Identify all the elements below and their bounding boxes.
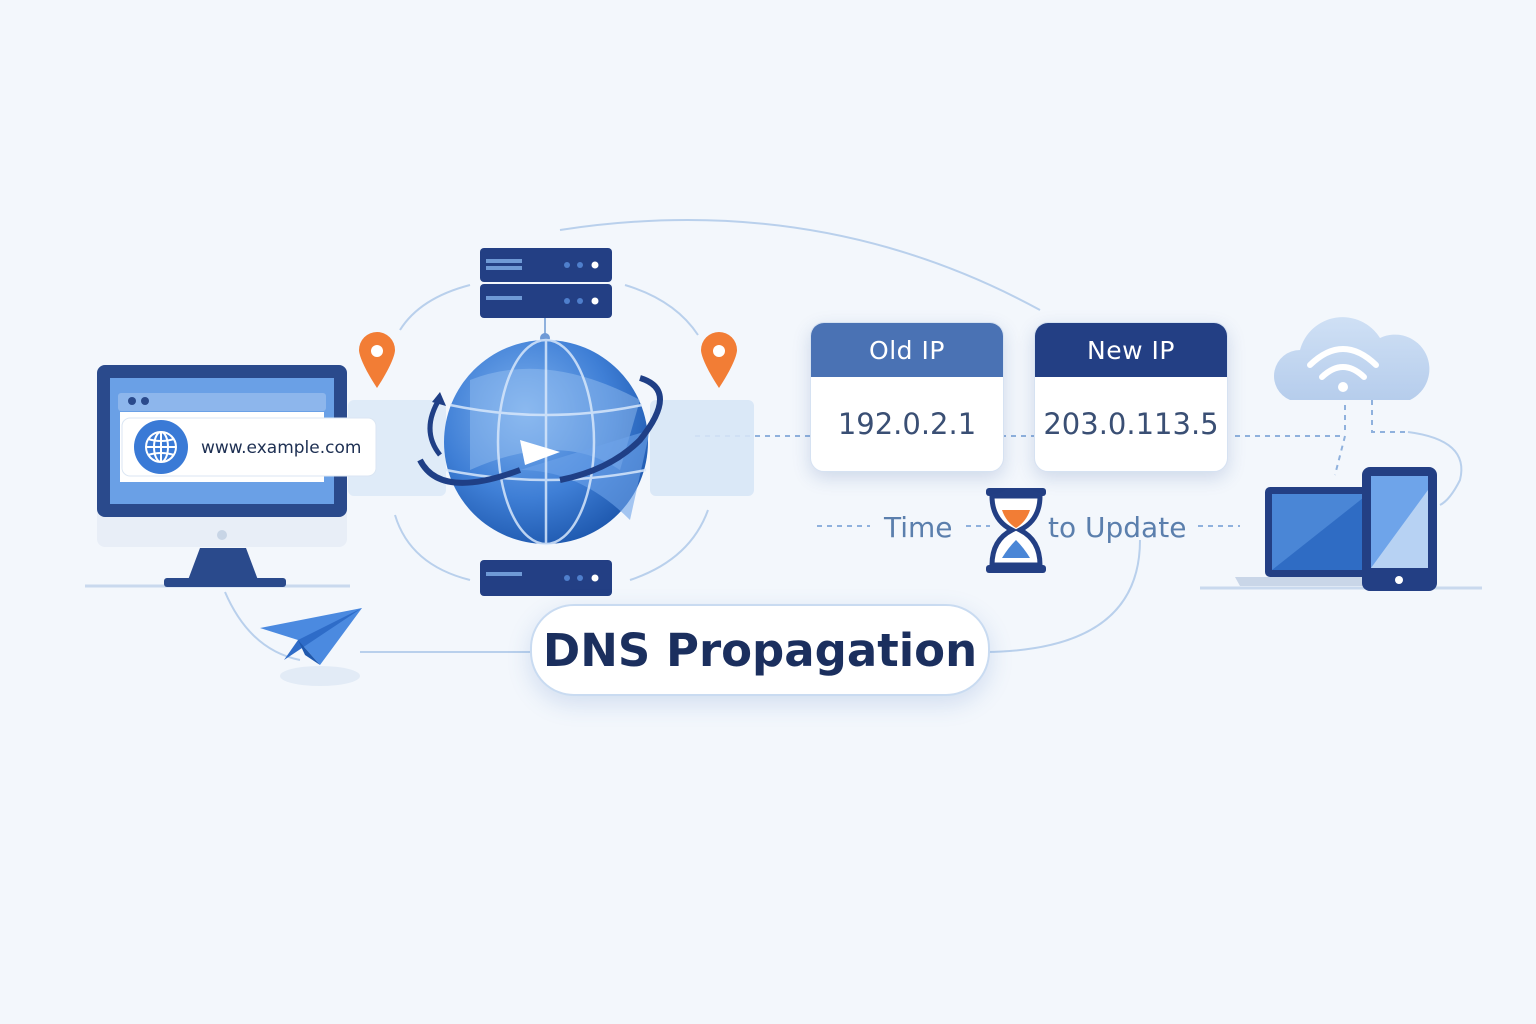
url-text: www.example.com <box>201 438 362 458</box>
location-pin-icon <box>359 332 395 388</box>
title-pill: DNS Propagation <box>530 604 990 696</box>
connection-lines <box>224 219 1463 661</box>
to-update-label: to Update <box>1048 511 1187 544</box>
old-ip-card: Old IP 192.0.2.1 <box>810 322 1004 472</box>
laptop-icon <box>1200 487 1482 590</box>
globe-small-icon <box>134 420 188 474</box>
hourglass-icon <box>986 488 1046 573</box>
location-pin-icon <box>701 332 737 388</box>
paper-plane-icon <box>260 608 362 686</box>
panel-right <box>650 400 754 496</box>
old-ip-value: 192.0.2.1 <box>837 407 977 441</box>
url-bar[interactable] <box>121 417 377 477</box>
globe-icon <box>417 338 663 546</box>
new-ip-value: 203.0.113.5 <box>1043 407 1219 441</box>
dashed-links <box>695 400 1408 527</box>
new-ip-label: New IP <box>1035 323 1227 377</box>
page-title: DNS Propagation <box>542 623 978 677</box>
server-icon <box>480 248 612 343</box>
tablet-icon <box>1362 467 1437 591</box>
time-label: Time <box>884 511 953 544</box>
new-ip-card: New IP 203.0.113.5 <box>1034 322 1228 472</box>
old-ip-label: Old IP <box>811 323 1003 377</box>
server-icon <box>480 560 612 596</box>
cloud-wifi-icon <box>1274 317 1430 400</box>
